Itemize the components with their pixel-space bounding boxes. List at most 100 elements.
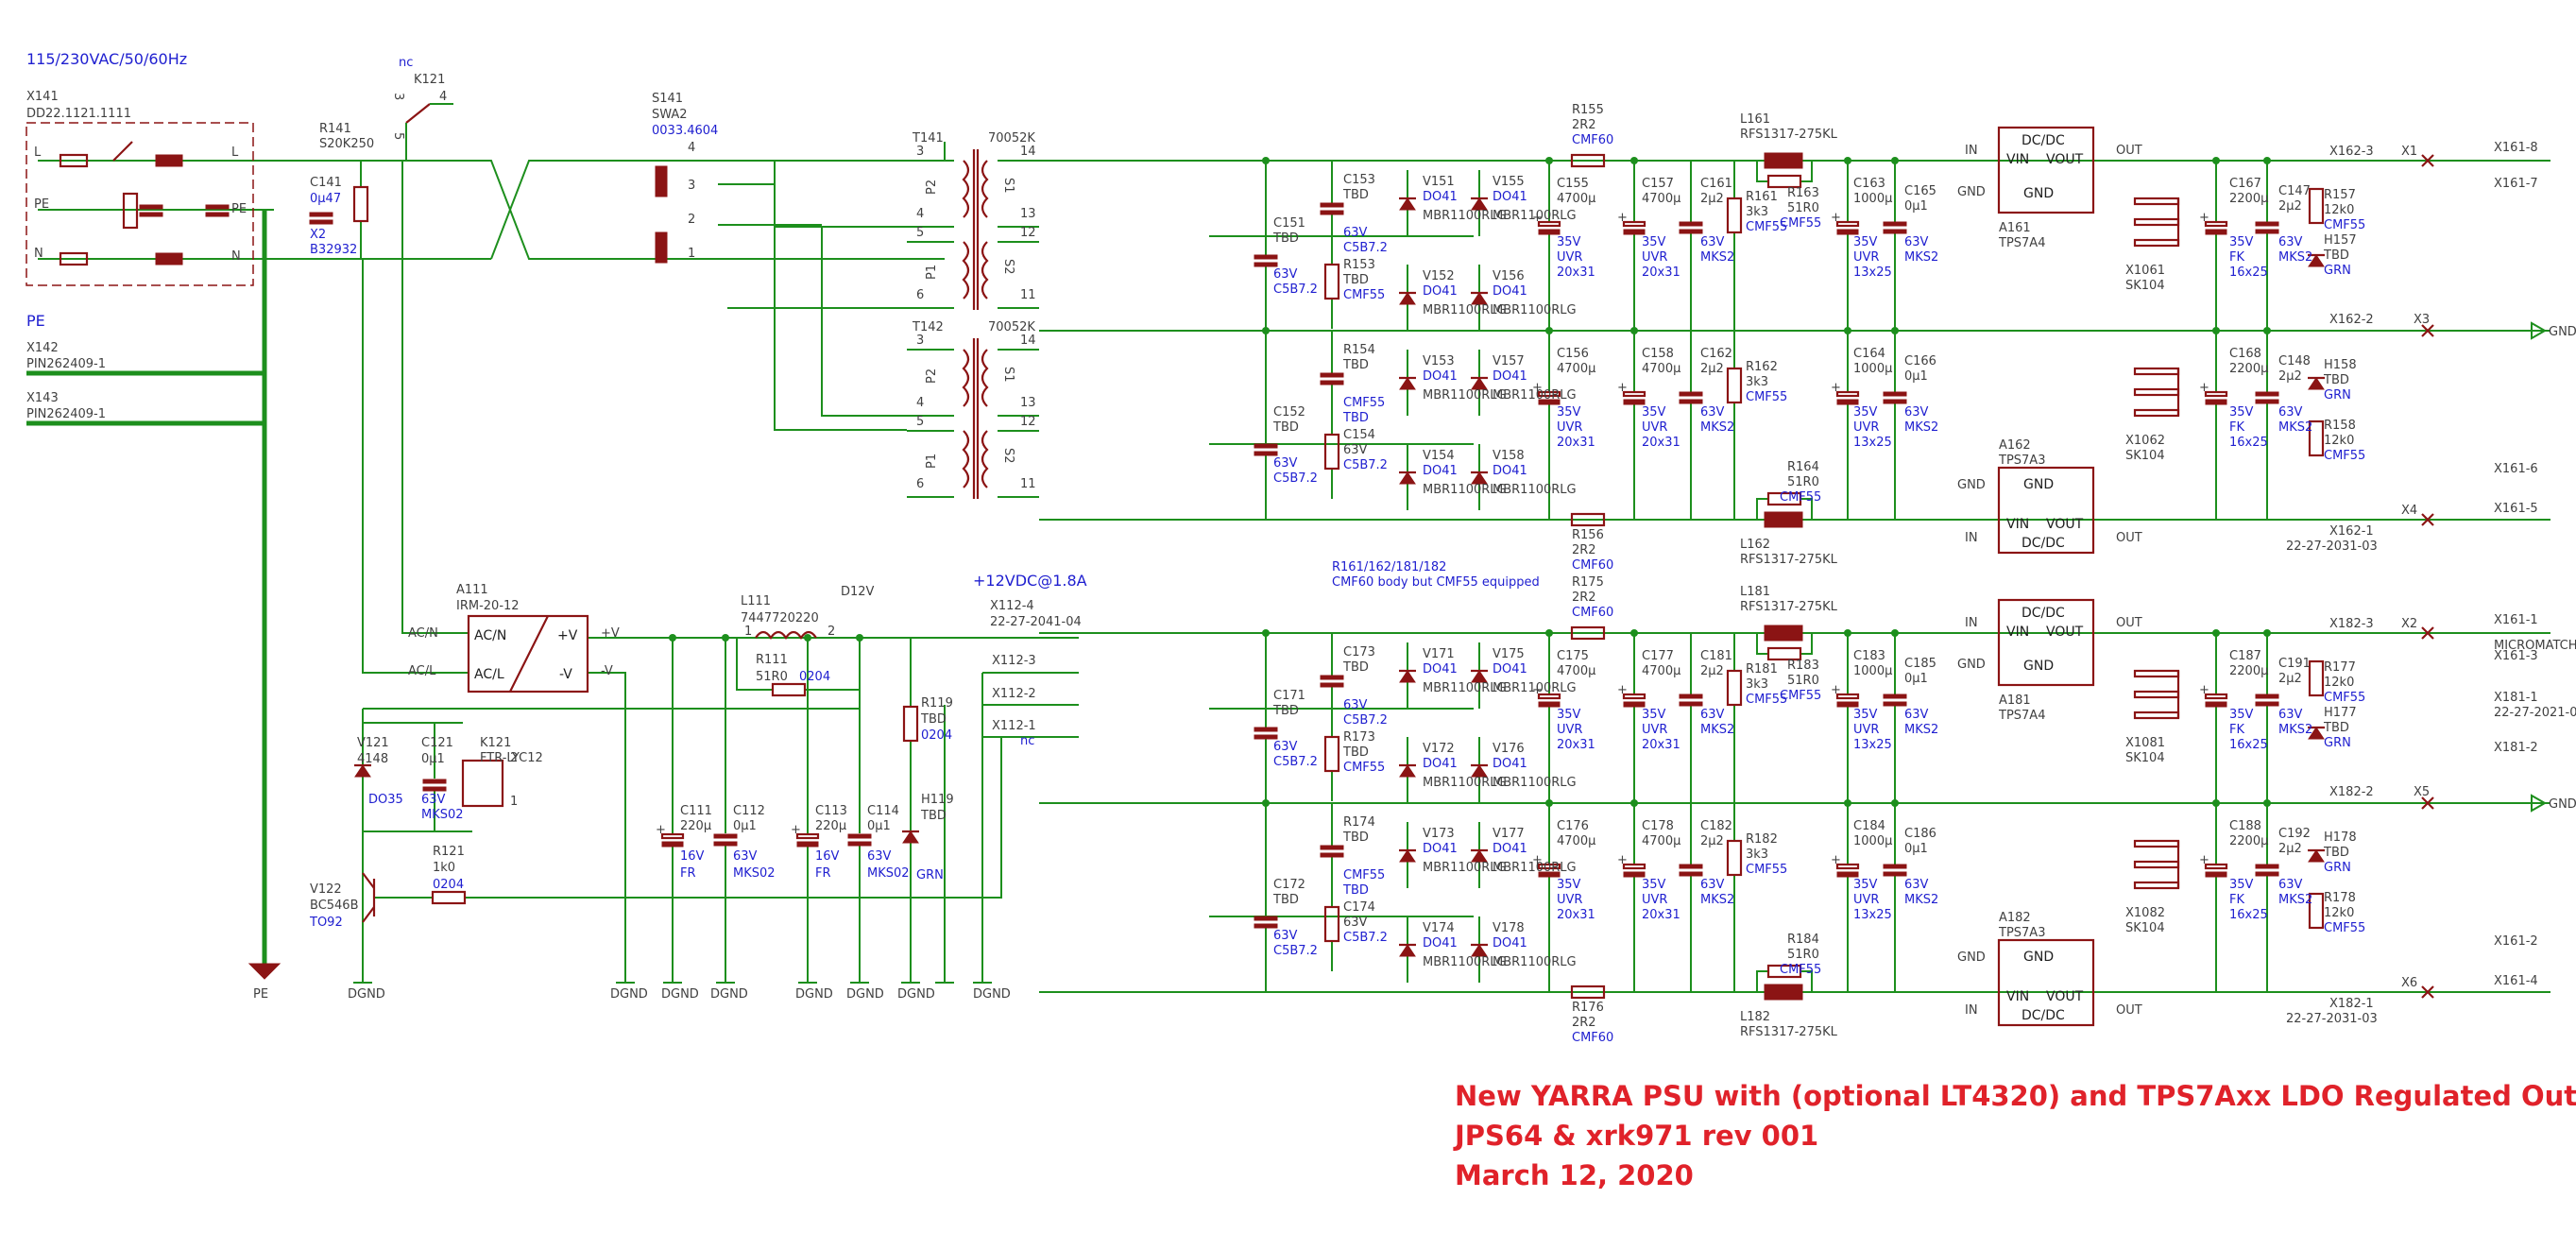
r2r2-type: CMF60: [1572, 1031, 1613, 1045]
junction: [1630, 327, 1638, 334]
pin-pe-label: PE: [34, 197, 49, 212]
rsnub-symbol: [1726, 197, 1743, 234]
outfilm-symbol-plate: [2255, 229, 2279, 234]
c01-symbol: [1883, 221, 1907, 227]
snubber-cap-symbol: [1320, 372, 1344, 378]
c1000-value: 1000µ: [1853, 362, 1892, 376]
polarity-plus: +: [2199, 683, 2209, 697]
r121-value: 1k0: [433, 861, 455, 875]
snubber-label-2: R153: [1343, 258, 1375, 272]
regulator-title: DC/DC: [2022, 1008, 2065, 1023]
junction: [2212, 799, 2220, 807]
film-cap-rating: 63V: [1700, 235, 1725, 249]
jumper-x: [2421, 154, 2434, 167]
outfilm-symbol-plate: [2255, 871, 2279, 877]
bulk-cap-symbol-plate: [1623, 229, 1646, 235]
film-cap-type: MKS2: [1700, 723, 1734, 737]
c141-label: C141: [310, 176, 342, 190]
heatsink-label: X1062: [2125, 434, 2165, 448]
diode-label: V175: [1493, 647, 1525, 661]
rsnub-label: R181: [1746, 662, 1778, 676]
regulator-in-label: IN: [1965, 144, 1978, 158]
rectifier-diode-symbol: [1471, 670, 1488, 683]
bulk-cap-value: 4700µ: [1557, 834, 1595, 848]
pin-label: 11: [1020, 477, 1036, 491]
damp-resistor-symbol: [1766, 964, 1802, 979]
diode-label: V155: [1493, 175, 1525, 189]
c01-value: 0µ1: [1904, 672, 1928, 686]
wire: [490, 160, 756, 260]
jumper-x: [2421, 626, 2434, 640]
connector-part: 22-27-2031-03: [2286, 1012, 2378, 1026]
junction: [1630, 157, 1638, 164]
c01-symbol: [1883, 694, 1907, 699]
pe-section-label: PE: [26, 312, 45, 330]
bulk-cap-rating: 35V: [1642, 235, 1666, 249]
c121-rating: 63V: [421, 793, 446, 807]
snubber-cap-symbol-plate: [1320, 380, 1344, 385]
bulk-cap-size: 20x31: [1557, 908, 1595, 922]
c1000-label: C163: [1853, 177, 1885, 191]
v121-value: 4148: [357, 752, 388, 766]
wire: [588, 672, 626, 983]
primary-label: P2: [925, 180, 939, 195]
regulator-vin: VIN: [2006, 989, 2029, 1004]
outcap-rating: 35V: [2229, 878, 2254, 892]
heatsink-fin: [2133, 387, 2180, 397]
v121-label: V121: [357, 736, 389, 750]
bulk-cap-value: 4700µ: [1557, 192, 1595, 206]
outfilm-type: MKS2: [2278, 723, 2312, 737]
snubber-type-2: CMF55: [1343, 761, 1385, 775]
snubber-value: TBD: [1342, 660, 1369, 675]
regulator-out-label: OUT: [2116, 616, 2142, 630]
outfilm-value: 2µ2: [2278, 199, 2302, 214]
regulator-vout: VOUT: [2046, 625, 2084, 640]
heatsink-part: SK104: [2125, 279, 2165, 293]
regulator-vout: VOUT: [2046, 989, 2084, 1004]
rectifier-diode-symbol: [1471, 764, 1488, 778]
r119-label: R119: [921, 696, 953, 711]
diode-package: DO41: [1493, 369, 1527, 384]
connector-part: 22-27-2031-03: [2286, 539, 2378, 554]
outfilm-symbol: [2255, 391, 2279, 397]
fuse-l-symbol: [59, 153, 89, 168]
rectifier-diode-symbol: [1471, 849, 1488, 863]
k121-coil-label: K121: [480, 736, 511, 750]
c111-value: 220µ: [680, 819, 711, 833]
polarity-plus: +: [1617, 211, 1628, 225]
outcap-type: FK: [2229, 250, 2244, 265]
c1000-type: UVR: [1853, 723, 1879, 737]
outcap-symbol-plate: [2205, 229, 2227, 235]
secondary-label: S1: [1001, 178, 1015, 194]
diode-part: MBR1100RLG: [1423, 681, 1507, 695]
outcap-value: 2200µ: [2229, 834, 2268, 848]
input-module-outline: [26, 122, 254, 286]
k121-pin1: 1: [510, 795, 518, 809]
snubber-value-2: TBD: [1342, 745, 1369, 760]
outfilm-type: MKS2: [2278, 893, 2312, 907]
diode-part: MBR1100RLG: [1493, 861, 1577, 875]
junction: [804, 634, 811, 642]
wire: [1756, 161, 1768, 182]
diode-package: DO41: [1493, 842, 1527, 856]
diode-label: V173: [1423, 827, 1455, 841]
filter-cap-symbol-plate: [1254, 734, 1278, 740]
components: ++++++++++++++++++: [26, 122, 2548, 1027]
c1000-size: 13x25: [1853, 436, 1892, 450]
cap-label: C152: [1273, 405, 1305, 420]
bulk-cap-symbol-plate: [1538, 229, 1561, 235]
regulator-part: TPS7A4: [1998, 709, 2045, 723]
cap-value: TBD: [1272, 231, 1299, 246]
filter-cap-symbol-plate: [1254, 262, 1278, 267]
bulk-cap-type: UVR: [1557, 250, 1582, 265]
inductor-damp-type: CMF55: [1780, 963, 1821, 977]
heatsink-part: SK104: [2125, 921, 2165, 935]
bulk-cap-rating: 35V: [1557, 235, 1581, 249]
input-y-cap-symbol: [205, 204, 230, 210]
regulator-in-label: IN: [1965, 531, 1978, 545]
regulator-in-label: IN: [1965, 616, 1978, 630]
led-value: TBD: [2323, 846, 2349, 860]
regulator-gnd-label: GND: [1957, 478, 1986, 492]
s141-pin1: 1: [688, 247, 695, 261]
r141-symbol: [352, 185, 369, 223]
